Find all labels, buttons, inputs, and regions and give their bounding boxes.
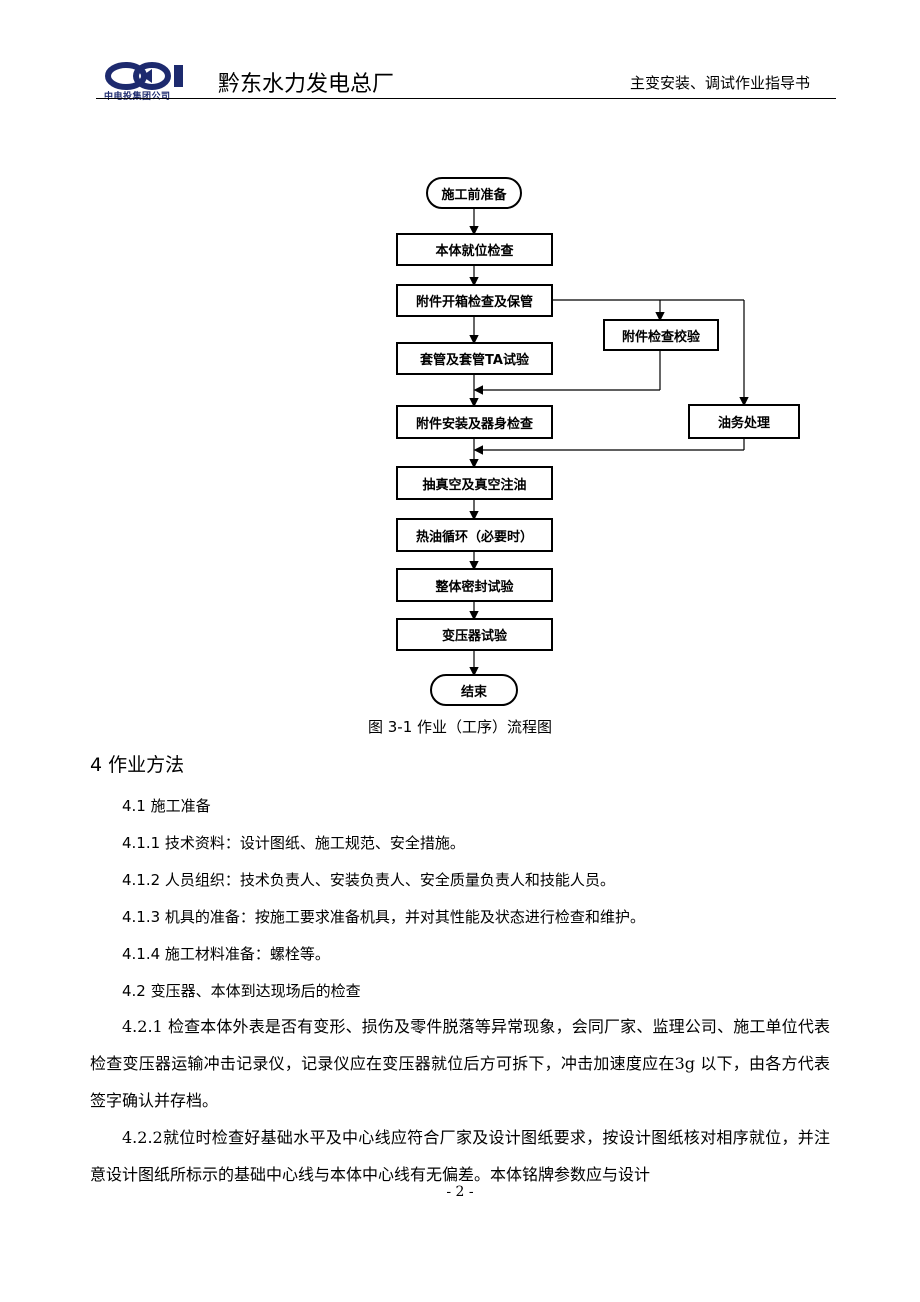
flow-end: 结束 (430, 674, 518, 706)
flow-step-8: 变压器试验 (396, 618, 553, 651)
flow-step-3: 套管及套管TA试验 (396, 342, 553, 375)
flow-side-inspection: 附件检查校验 (603, 319, 719, 351)
item-4-1-3: 4.1.3 机具的准备：按施工要求准备机具，并对其性能及状态进行检查和维护。 (122, 908, 645, 926)
page-header: 中电投集团公司 黔东水力发电总厂 主变安装、调试作业指导书 (96, 58, 836, 102)
flow-step-4: 附件安装及器身检查 (396, 405, 553, 439)
subsection-4-2: 4.2 变压器、本体到达现场后的检查 (122, 982, 361, 1000)
flow-side-oil: 油务处理 (688, 404, 800, 439)
flow-step-2: 附件开箱检查及保管 (396, 284, 553, 317)
company-name: 黔东水力发电总厂 (218, 72, 395, 97)
item-4-1-2: 4.1.2 人员组织：技术负责人、安装负责人、安全质量负责人和技能人员。 (122, 871, 615, 889)
flow-step-7: 整体密封试验 (396, 568, 553, 602)
flow-step-1: 本体就位检查 (396, 233, 553, 266)
document-title: 主变安装、调试作业指导书 (629, 74, 810, 92)
paragraph-4-2-2: 4.2.2就位时检查好基础水平及中心线应符合厂家及设计图纸要求，按设计图纸核对相… (90, 1128, 830, 1184)
flowchart-connectors (469, 208, 749, 677)
flow-start: 施工前准备 (426, 177, 522, 209)
logo-text: 中电投集团公司 (104, 92, 171, 102)
page-number: - 2 - (446, 1184, 474, 1200)
section-heading: 4 作业方法 (90, 754, 185, 776)
process-flowchart: 施工前准备 本体就位检查 附件开箱检查及保管 套管及套管TA试验 附件安装及器身… (396, 177, 800, 706)
header-divider (96, 98, 836, 99)
item-4-1-4: 4.1.4 施工材料准备：螺栓等。 (122, 945, 330, 963)
paragraph-4-2-1: 4.2.1 检查本体外表是否有变形、损伤及零件脱落等异常现象，会同厂家、监理公司… (90, 1017, 830, 1110)
figure-caption: 图 3-1 作业（工序）流程图 (367, 718, 553, 736)
flow-step-6: 热油循环（必要时） (396, 518, 553, 552)
flow-step-5: 抽真空及真空注油 (396, 466, 553, 500)
item-4-1-1: 4.1.1 技术资料：设计图纸、施工规范、安全措施。 (122, 834, 465, 852)
subsection-4-1: 4.1 施工准备 (122, 797, 211, 815)
company-logo-icon (105, 62, 183, 90)
